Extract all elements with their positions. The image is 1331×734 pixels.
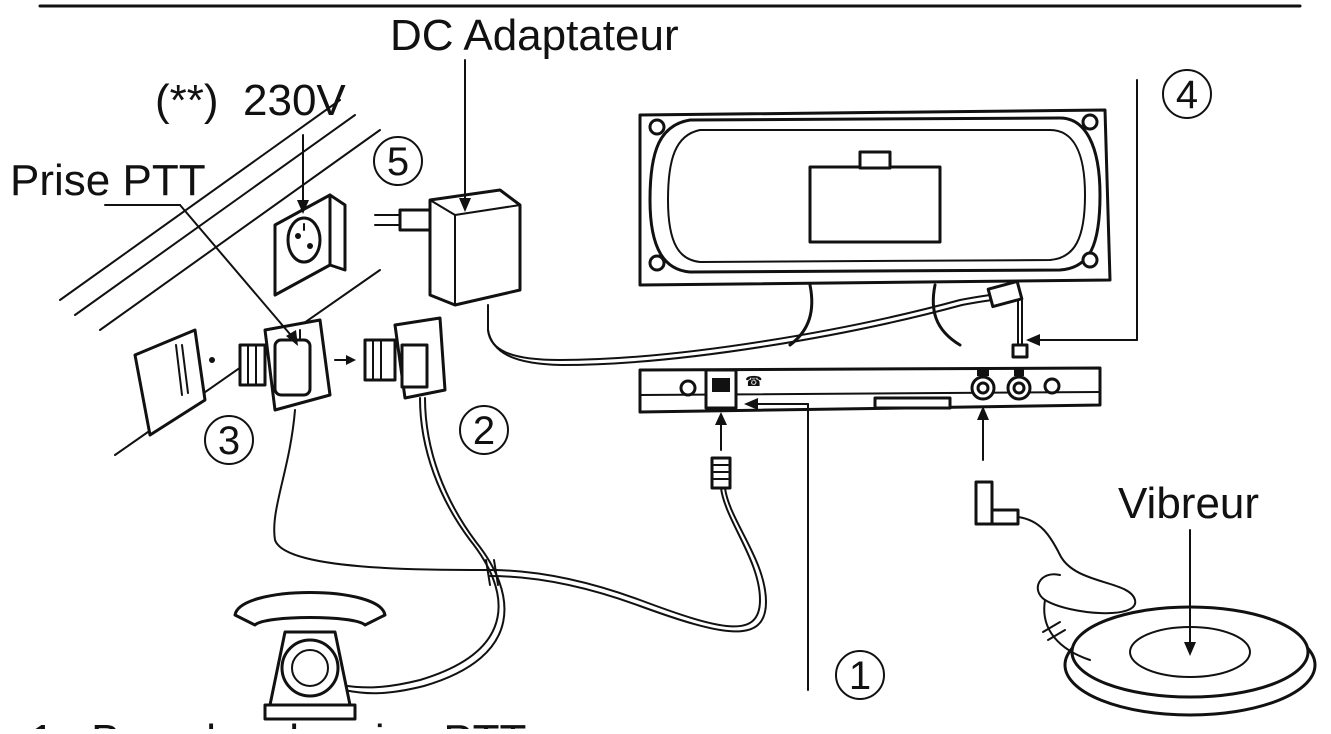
callout-1-pointer [744,398,809,691]
vibrator-label: Vibreur [1118,479,1259,528]
dc-plug [986,279,1029,359]
bottom-caption: 1. Branchez la prise PTT [30,716,526,729]
power-outlet [273,193,347,297]
ptt-splitter [238,318,332,412]
callout-1-label: 1 [849,654,871,698]
adapter-plug [363,316,447,400]
vibrator-cable-break [1042,621,1061,633]
svg-text:☎: ☎ [745,373,762,389]
telephone [233,591,387,721]
ptt-socket-label: Prise PTT [10,156,206,205]
phone-cable-connector [710,412,732,490]
cable-break-mark-2 [493,559,499,586]
vibrator-cable-2 [1043,599,1091,661]
display-unit [638,108,1112,347]
phone-line-cable-2 [489,487,767,633]
phone-line-cable [489,487,761,628]
dc-adapter-label: DC Adaptateur [390,11,679,60]
dc-cable-outline [487,296,1008,366]
wall [59,99,381,456]
callout-3: 3 [204,415,254,465]
callout-1: 1 [835,650,885,700]
dc-adapter-pointer [459,59,471,212]
callout-4: 4 [1162,69,1212,119]
splitter-cable [273,409,491,571]
base-unit: ☎ [638,366,1102,414]
vibrator [1063,529,1317,717]
dc-cable [487,291,1006,361]
callout-5: 5 [373,136,423,186]
wall-phone-jack [133,328,215,437]
vibrator-plug [974,406,1020,526]
dc-adapter [374,188,522,331]
splitter-arrow-head [346,355,356,365]
callout-3-label: 3 [218,419,240,463]
callout-5-label: 5 [387,140,409,184]
callout-4-label: 4 [1176,73,1198,117]
plug-cable-2 [343,397,506,695]
vibrator-cable-break-2 [1047,629,1066,641]
callout-2-label: 2 [473,409,495,453]
voltage-label: (**) 230V [155,76,346,125]
vibrator-cable [1017,516,1137,615]
plug-cable [339,397,500,689]
ptt-socket-pointer [104,204,298,346]
voltage-pointer [297,134,309,214]
cable-break-mark [485,559,491,586]
callout-4-pointer [1026,79,1138,346]
callout-2: 2 [459,405,509,455]
